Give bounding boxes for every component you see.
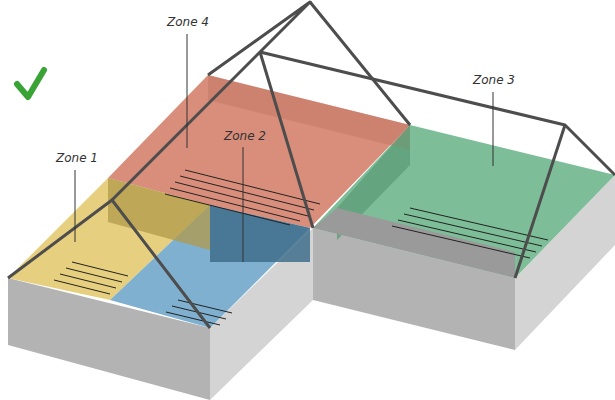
inner-wall bbox=[313, 208, 515, 278]
zone-label: Zone 1 bbox=[56, 152, 98, 164]
leader-line bbox=[75, 34, 493, 262]
zone-label: Zone 2 bbox=[224, 130, 266, 142]
zone-3-area bbox=[313, 125, 615, 278]
roof-frame bbox=[8, 2, 615, 328]
zone-label: Zone 4 bbox=[167, 16, 209, 28]
zone-label: Zone 3 bbox=[473, 74, 515, 86]
check-mark bbox=[17, 70, 44, 97]
inner-wall bbox=[210, 205, 310, 262]
